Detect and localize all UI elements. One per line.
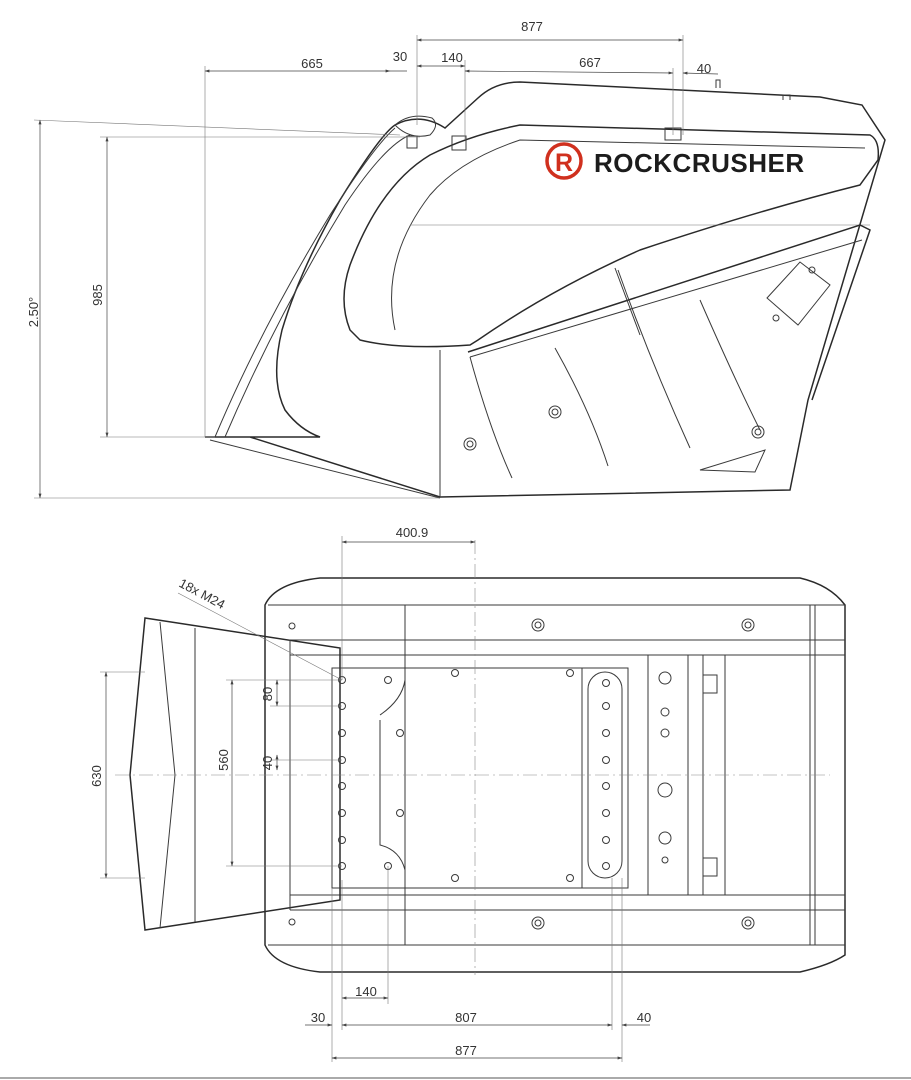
dim-140-top: 140 [355, 984, 377, 999]
bolt-holes [338, 669, 623, 882]
rockcrusher-logo: R ROCKCRUSHER [545, 142, 805, 180]
dim-400-9: 400.9 [396, 525, 429, 540]
top-view: 400.9 18x M24 630 560 80 40 140 [89, 525, 846, 1062]
dim-667: 667 [579, 55, 601, 70]
dim-140-side: 140 [441, 50, 463, 65]
bucket-side-outline [205, 81, 886, 498]
upper-window [343, 124, 880, 348]
dim-40-side: 40 [697, 61, 711, 76]
inspection-hatch [766, 261, 831, 326]
side-dimensions: 877 665 30 140 667 40 985 2.50° [26, 19, 719, 499]
mounting-plate [331, 667, 629, 889]
dim-560: 560 [216, 749, 231, 771]
dim-807: 807 [455, 1010, 477, 1025]
dim-665: 665 [301, 56, 323, 71]
dim-40-top-b: 40 [637, 1010, 651, 1025]
label-bolts: 18x M24 [177, 575, 228, 612]
dim-30-side: 30 [393, 49, 407, 64]
logo-letter: R [555, 149, 573, 177]
dim-630: 630 [89, 765, 104, 787]
dim-30-top: 30 [311, 1010, 325, 1025]
dim-angle: 2.50° [26, 297, 41, 328]
dim-877-top: 877 [455, 1043, 477, 1058]
frame-outline [264, 577, 846, 973]
dim-877-side: 877 [521, 19, 543, 34]
logo-badge [545, 142, 583, 180]
feed-hopper [129, 617, 341, 931]
brand-name: ROCKCRUSHER [594, 148, 805, 178]
side-view: R ROCKCRUSHER 877 665 30 140 667 40 [26, 19, 886, 499]
dim-80: 80 [260, 687, 275, 701]
dim-40-top: 40 [260, 756, 275, 770]
dim-985: 985 [90, 284, 105, 306]
